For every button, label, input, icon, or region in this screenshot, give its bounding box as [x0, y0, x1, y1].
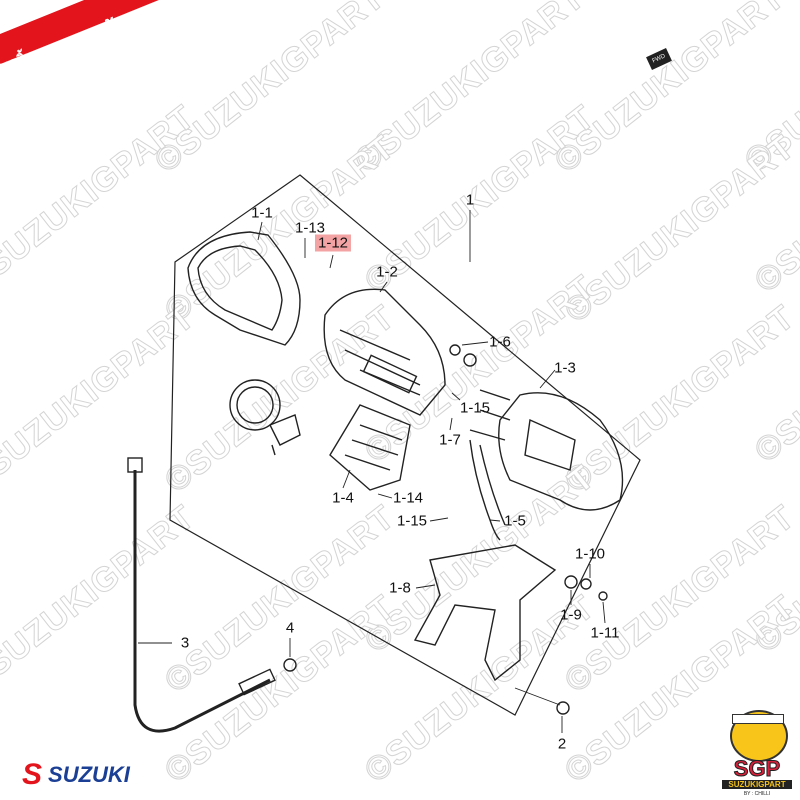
- gauge-unit: [229, 379, 301, 456]
- part-label-1-7: 1-7: [439, 431, 461, 449]
- bracket-1-8: [413, 544, 557, 682]
- wire-harness-1-5: [449, 344, 511, 541]
- nut-4: [283, 658, 297, 672]
- part-label-1-9: 1-9: [560, 606, 582, 624]
- part-label-2: 2: [557, 735, 567, 753]
- part-label-1-14: 1-14: [392, 489, 424, 507]
- part-label-1-10: 1-10: [574, 545, 606, 563]
- part-label-1-5: 1-5: [504, 512, 526, 530]
- sgp-mascot-logo: SGP SUZUKIGPART BY : CHILLI: [722, 700, 792, 797]
- nut-1-11: [598, 591, 608, 601]
- part-label-1-8: 1-8: [389, 579, 411, 597]
- assembly-box: [169, 174, 641, 716]
- part-label-1-11: 1-11: [590, 624, 620, 642]
- part-label-1-6: 1-6: [489, 333, 511, 351]
- cable-end-top: [127, 457, 143, 473]
- cable-3: [133, 470, 271, 733]
- part-label-1-4: 1-4: [332, 489, 354, 507]
- part-label-4: 4: [285, 619, 295, 637]
- part-label-1-15: 1-15: [396, 512, 428, 530]
- bolt-2: [556, 701, 570, 715]
- sgp-tagline: BY : CHILLI: [743, 791, 771, 797]
- suzuki-s-symbol: S: [22, 758, 43, 791]
- genuine-badge: ทุกชิ้น ของแท้: [0, 0, 165, 78]
- part-label-1-3: 1-3: [554, 359, 576, 377]
- sgp-name: SUZUKIGPART: [722, 780, 792, 789]
- sgp-logo-text: SGP: [733, 756, 781, 782]
- part-label-1-15: 1-15: [459, 399, 491, 417]
- part-label-3: 3: [180, 634, 190, 652]
- suzuki-logo: S SUZUKI: [22, 758, 130, 791]
- washer-1-10: [580, 578, 592, 590]
- part-label-1-1: 1-1: [251, 204, 273, 222]
- cable-end-bottom: [238, 668, 276, 696]
- suzuki-wordmark: SUZUKI: [48, 762, 130, 787]
- leader-lines: [138, 210, 606, 733]
- meter-cover-1-1: [187, 231, 301, 346]
- part-label-1: 1: [465, 191, 475, 209]
- meter-case-1-2: [323, 288, 446, 416]
- panel-1-4: [329, 404, 411, 491]
- part-label-1-13: 1-13: [294, 219, 326, 237]
- grommet-1-9: [564, 575, 578, 589]
- part-label-1-12: 1-12: [314, 234, 352, 252]
- back-cover-1-3: [498, 392, 624, 511]
- part-label-1-2: 1-2: [376, 263, 398, 281]
